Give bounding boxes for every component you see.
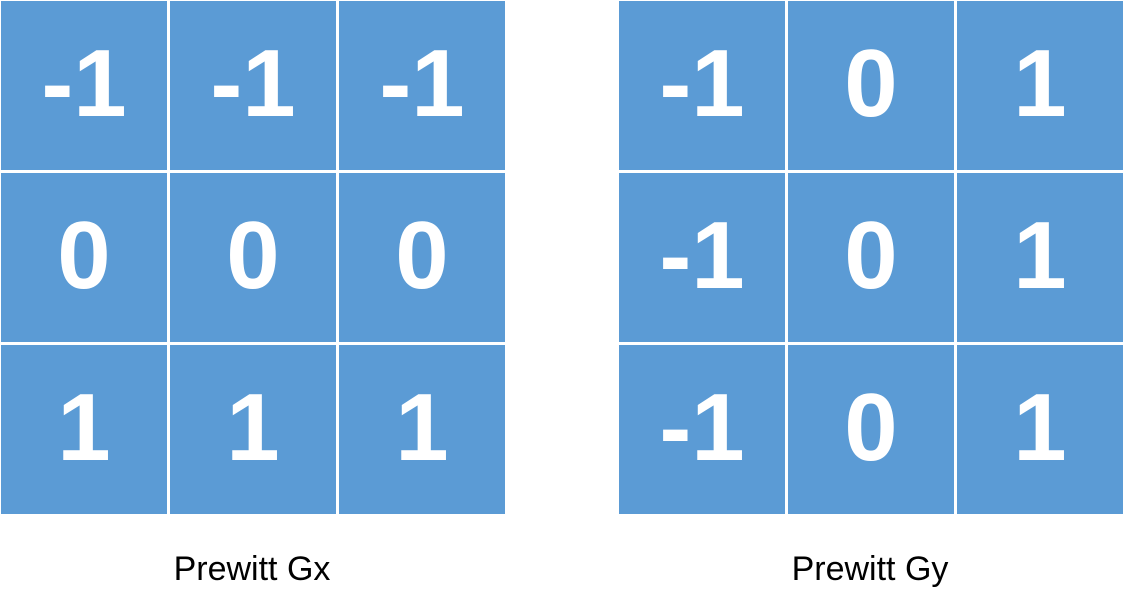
- kernel-cell: 1: [1, 345, 167, 514]
- kernel-cell: 1: [957, 345, 1123, 514]
- prewitt-gx-kernel: -1 -1 -1 0 0 0 1 1 1: [1, 1, 505, 514]
- kernel-cell: 1: [170, 345, 336, 514]
- prewitt-gx-caption: Prewitt Gx: [173, 550, 331, 588]
- kernel-cell: -1: [619, 345, 785, 514]
- prewitt-gy-kernel: -1 0 1 -1 0 1 -1 0 1: [619, 1, 1123, 514]
- kernel-cell: 0: [170, 173, 336, 342]
- kernel-cell: -1: [619, 173, 785, 342]
- kernel-cell: 0: [1, 173, 167, 342]
- kernel-cell: 1: [339, 345, 505, 514]
- kernel-cell: 1: [957, 173, 1123, 342]
- kernel-cell: 1: [957, 1, 1123, 170]
- kernel-cell: -1: [170, 1, 336, 170]
- kernel-cell: 0: [788, 1, 954, 170]
- prewitt-gy-caption: Prewitt Gy: [791, 550, 949, 588]
- kernel-cell: -1: [1, 1, 167, 170]
- kernel-cell: 0: [788, 345, 954, 514]
- kernel-cell: -1: [339, 1, 505, 170]
- kernel-cell: 0: [339, 173, 505, 342]
- kernel-cell: -1: [619, 1, 785, 170]
- kernel-cell: 0: [788, 173, 954, 342]
